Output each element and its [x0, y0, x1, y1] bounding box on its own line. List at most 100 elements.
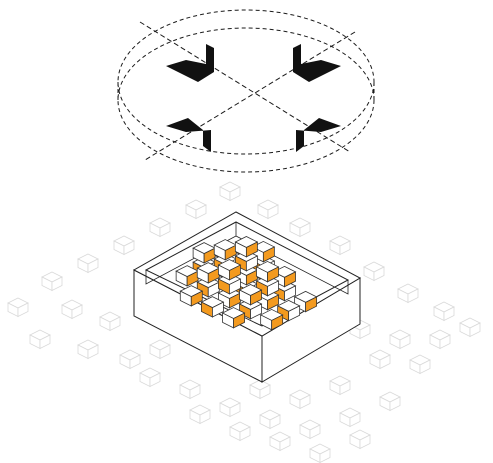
faint-cube [219, 181, 241, 202]
faint-cube [429, 329, 451, 350]
faint-cube [189, 404, 211, 425]
stacked-cube [293, 290, 318, 313]
cube-right-face [109, 316, 121, 332]
faint-cube [41, 271, 63, 292]
cube-right-face [123, 240, 135, 256]
cube-right-face [228, 264, 241, 281]
stacked-cube [238, 284, 263, 306]
cube-right-face [407, 288, 419, 304]
cube-right-face [267, 280, 279, 297]
faint-cube [433, 301, 455, 322]
cube-right-face [87, 344, 99, 360]
faint-cube [329, 235, 351, 256]
stacked-cube [213, 239, 238, 261]
faint-cube [409, 354, 431, 375]
inner-dashed-ellipse [117, 27, 375, 173]
faint-cube [257, 199, 279, 220]
cube-right-face [250, 303, 262, 320]
cube-right-face [267, 294, 279, 311]
cube-right-face [359, 434, 371, 450]
faint-cube [77, 339, 99, 360]
cube-right-face [399, 334, 411, 350]
cube-right-face [284, 271, 296, 288]
cube-right-face [190, 290, 203, 307]
cube-right-face [267, 266, 279, 283]
stacked-cube [196, 262, 221, 284]
faint-cube [329, 375, 351, 396]
faint-cube [269, 431, 291, 452]
cube-right-face [359, 324, 371, 340]
cube-right-face [195, 204, 207, 220]
cube-right-face [279, 436, 291, 452]
faint-cube [99, 311, 121, 332]
faint-cube [139, 367, 161, 388]
faint-cube [389, 329, 411, 350]
box-inner-back-wall [145, 222, 237, 285]
cube-right-face [389, 396, 401, 412]
cube-right-face [269, 414, 281, 430]
scattered-cubes-layer [7, 181, 481, 463]
cube-right-face [309, 424, 321, 440]
cube-right-face [284, 285, 296, 302]
faint-cube [363, 261, 385, 282]
faint-cube [339, 407, 361, 428]
cube-right-face [299, 222, 311, 238]
cube-right-face [262, 246, 275, 263]
cube-right-face [349, 412, 361, 428]
cube-right-face [339, 240, 351, 256]
cube-right-face [189, 384, 201, 400]
stacked-cube [276, 299, 301, 322]
faint-cube [299, 419, 321, 440]
cube-right-face [199, 409, 211, 425]
cube-right-face [299, 394, 311, 410]
faint-cube [259, 409, 281, 430]
cube-right-face [71, 304, 83, 320]
faint-cube [219, 397, 241, 418]
faint-cube [61, 299, 83, 320]
cube-right-face [129, 354, 141, 370]
cube-right-face [212, 301, 224, 318]
bottom-right-arrow-icon [296, 118, 341, 152]
cube-right-face [87, 258, 99, 274]
faint-cube [113, 235, 135, 256]
stacked-cube [217, 259, 242, 281]
cube-right-face [228, 278, 241, 295]
cube-right-face [51, 276, 63, 292]
faint-cube [179, 379, 201, 400]
cube-right-face [250, 289, 262, 306]
faint-cube [249, 379, 271, 400]
stacked-cube [192, 242, 217, 264]
cube-right-face [233, 312, 245, 329]
cube-right-face [239, 426, 251, 442]
cube-right-face [39, 334, 51, 350]
stacked-cube [179, 285, 204, 307]
stacked-cube [221, 307, 246, 329]
bottom-left-arrow-icon [166, 118, 211, 152]
cube-right-face [288, 305, 301, 322]
cube-right-face [339, 380, 351, 396]
cube-right-face [229, 402, 241, 418]
faint-cube [289, 217, 311, 238]
cube-right-face [469, 322, 481, 338]
stacked-cube [200, 296, 225, 318]
cube-right-face [245, 255, 258, 272]
faint-cube [29, 329, 51, 350]
stacked-cube [272, 265, 297, 288]
cube-right-face [373, 266, 385, 282]
faint-cube [149, 217, 171, 238]
cube-right-face [259, 384, 271, 400]
faint-cube [77, 253, 99, 274]
storage-box-figure [132, 211, 362, 383]
cube-right-face [17, 302, 29, 318]
stacked-cube [234, 236, 259, 258]
faint-cube [7, 297, 29, 318]
top-right-arrow-icon [293, 44, 341, 82]
faint-cube [309, 443, 331, 463]
cube-right-face [271, 314, 284, 331]
faint-cube [397, 283, 419, 304]
faint-cube [229, 421, 251, 442]
faint-cube [379, 391, 401, 412]
faint-cube [185, 199, 207, 220]
